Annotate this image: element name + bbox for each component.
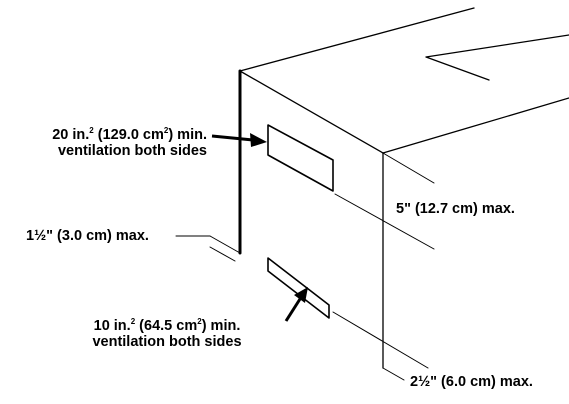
side-gap-line-upper bbox=[382, 152, 435, 184]
side-gap-label: 5" (12.7 cm) max. bbox=[396, 201, 515, 217]
lower-vent-arrow bbox=[284, 287, 308, 322]
rear-gap-label: 2½" (6.0 cm) max. bbox=[410, 374, 533, 390]
upper-vent-label: 20 in.2 (129.0 cm2) min. ventilation bot… bbox=[52, 126, 207, 160]
upper-vent-label-line2: ventilation both sides bbox=[57, 143, 207, 159]
lower-vent-opening bbox=[267, 257, 330, 319]
upper-vent-opening bbox=[267, 124, 334, 192]
side-gap-line-lower bbox=[334, 193, 435, 250]
lower-vent-label-line2: ventilation both sides bbox=[92, 334, 242, 350]
cabinet-top-right-edge bbox=[382, 97, 569, 154]
lower-vent-label-line1: 10 in.2 (64.5 cm2) min. bbox=[93, 317, 241, 335]
upper-vent-label-line1: 20 in.2 (129.0 cm2) min. bbox=[52, 126, 207, 144]
lower-vent-label: 10 in.2 (64.5 cm2) min. ventilation both… bbox=[54, 317, 280, 351]
top-opening bbox=[425, 34, 569, 81]
bottom-gap-line-upper bbox=[209, 235, 241, 254]
upper-vent-arrow bbox=[211, 133, 267, 147]
rear-gap-line-upper bbox=[332, 311, 429, 369]
rear-gap-line-lower bbox=[382, 367, 405, 381]
cabinet-top-front-edge bbox=[239, 70, 384, 154]
cabinet-top-back-edge bbox=[239, 7, 475, 72]
bottom-gap-line-lower bbox=[209, 246, 236, 262]
bottom-gap-label: 1½" (3.0 cm) max. bbox=[26, 228, 149, 244]
